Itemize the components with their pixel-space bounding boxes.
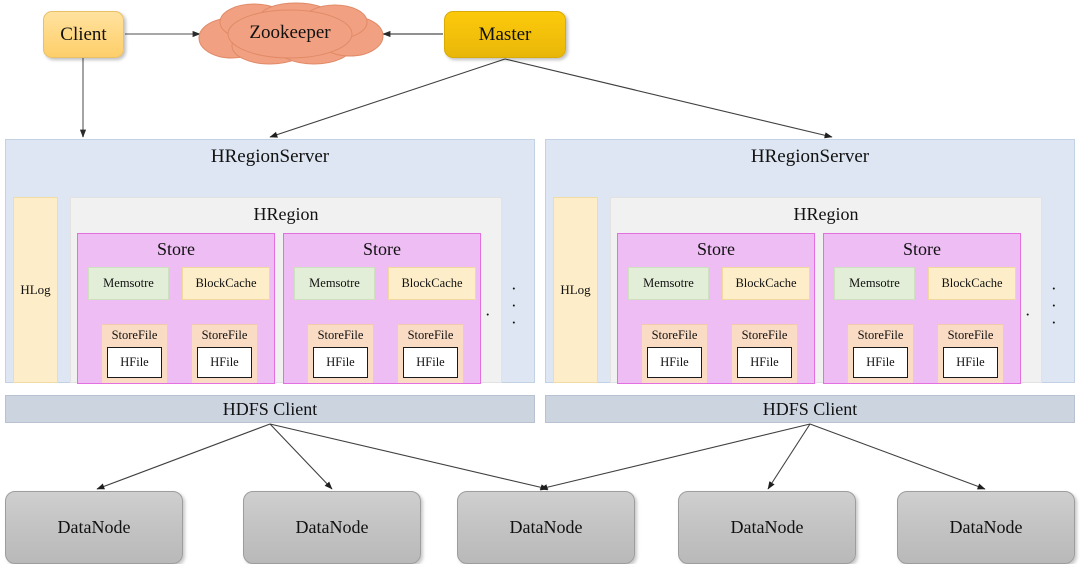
hfile-2-2-1-label: HFile xyxy=(866,355,895,369)
storefile-1-2-1[interactable]: StoreFile HFile xyxy=(307,324,374,383)
memstore-1-1-label: Memsotre xyxy=(103,276,154,290)
blockcache-1-2: BlockCache xyxy=(388,267,476,300)
hfile-2-2-2-label: HFile xyxy=(956,355,985,369)
store-2-2-title: Store xyxy=(903,239,941,259)
zookeeper-label: Zookeeper xyxy=(249,22,331,43)
hfile-1-1-1-label: HFile xyxy=(120,355,149,369)
storefile-2-1-1-label: StoreFile xyxy=(651,328,698,342)
regionserver-1-ellipsis: · · · xyxy=(511,279,520,332)
hregion-2[interactable]: HRegion · · · Store Memsotre BlockCache … xyxy=(610,197,1042,384)
storefile-1-1-1-label: StoreFile xyxy=(111,328,158,342)
regionserver-2-ellipsis: · · · xyxy=(1051,279,1060,332)
memstore-2-1: Memsotre xyxy=(628,267,709,300)
hdfs-client-1[interactable]: HDFS Client xyxy=(5,395,535,423)
hfile-2-2-2: HFile xyxy=(943,347,998,378)
hfile-1-2-1-label: HFile xyxy=(326,355,355,369)
master-label: Master xyxy=(478,23,532,45)
memstore-2-2-label: Memsotre xyxy=(849,276,900,290)
memstore-1-2-label: Memsotre xyxy=(309,276,360,290)
hlog-1-label: HLog xyxy=(20,282,51,297)
storefile-2-2-1-label: StoreFile xyxy=(857,328,904,342)
storefile-1-2-2[interactable]: StoreFile HFile xyxy=(397,324,464,383)
store-2-2[interactable]: Store Memsotre BlockCache StoreFile HFil… xyxy=(823,233,1021,384)
master-node[interactable]: Master xyxy=(444,11,566,58)
store-1-1[interactable]: Store Memsotre BlockCache StoreFile HFil… xyxy=(77,233,275,384)
datanode-2[interactable]: DataNode xyxy=(243,491,421,564)
memstore-1-1: Memsotre xyxy=(88,267,169,300)
store-1-2[interactable]: Store Memsotre BlockCache StoreFile HFil… xyxy=(283,233,481,384)
regionserver-1-title: HRegionServer xyxy=(210,146,330,167)
storefile-1-1-2-label: StoreFile xyxy=(201,328,248,342)
blockcache-2-2: BlockCache xyxy=(928,267,1016,300)
memstore-2-1-label: Memsotre xyxy=(643,276,694,290)
blockcache-1-1-label: BlockCache xyxy=(195,276,257,290)
storefile-2-1-2[interactable]: StoreFile HFile xyxy=(731,324,798,383)
store-2-1[interactable]: Store Memsotre BlockCache StoreFile HFil… xyxy=(617,233,815,384)
storefile-1-1-1[interactable]: StoreFile HFile xyxy=(101,324,168,383)
hfile-1-2-2: HFile xyxy=(403,347,458,378)
zookeeper-node[interactable]: Zookeeper xyxy=(192,0,388,66)
storefile-1-2-2-label: StoreFile xyxy=(407,328,454,342)
hlog-2-label: HLog xyxy=(560,282,591,297)
storefile-2-1-1[interactable]: StoreFile HFile xyxy=(641,324,708,383)
datanode-4[interactable]: DataNode xyxy=(678,491,856,564)
storefile-1-2-1-label: StoreFile xyxy=(317,328,364,342)
regionserver-2-title: HRegionServer xyxy=(750,146,870,167)
hfile-2-1-2-label: HFile xyxy=(750,355,779,369)
hdfs-client-2-label: HDFS Client xyxy=(762,398,858,419)
datanode-1[interactable]: DataNode xyxy=(5,491,183,564)
store-1-1-title: Store xyxy=(157,239,195,259)
datanode-3-label: DataNode xyxy=(509,517,583,537)
memstore-2-2: Memsotre xyxy=(834,267,915,300)
hfile-1-1-2: HFile xyxy=(197,347,252,378)
hlog-1: HLog xyxy=(13,197,58,383)
blockcache-1-1: BlockCache xyxy=(182,267,270,300)
datanode-5-label: DataNode xyxy=(949,517,1023,537)
storefile-2-2-1[interactable]: StoreFile HFile xyxy=(847,324,914,383)
blockcache-2-1-label: BlockCache xyxy=(735,276,797,290)
hlog-2: HLog xyxy=(553,197,598,383)
cloud-icon xyxy=(198,2,384,65)
storefile-1-1-2[interactable]: StoreFile HFile xyxy=(191,324,258,383)
datanode-1-label: DataNode xyxy=(57,517,131,537)
hregion-2-title: HRegion xyxy=(793,204,859,224)
hfile-2-2-1: HFile xyxy=(853,347,908,378)
hfile-1-2-2-label: HFile xyxy=(416,355,445,369)
hdfs-client-2[interactable]: HDFS Client xyxy=(545,395,1075,423)
blockcache-1-2-label: BlockCache xyxy=(401,276,463,290)
store-1-2-title: Store xyxy=(363,239,401,259)
store-2-1-title: Store xyxy=(697,239,735,259)
datanode-5[interactable]: DataNode xyxy=(897,491,1075,564)
hdfs-client-1-label: HDFS Client xyxy=(222,398,318,419)
hfile-1-1-1: HFile xyxy=(107,347,162,378)
storefile-2-2-2-label: StoreFile xyxy=(947,328,994,342)
blockcache-2-1: BlockCache xyxy=(722,267,810,300)
hfile-2-1-1: HFile xyxy=(647,347,702,378)
blockcache-2-2-label: BlockCache xyxy=(941,276,1003,290)
hregion-1[interactable]: HRegion · · · Store Memsotre BlockCache … xyxy=(70,197,502,384)
storefile-2-1-2-label: StoreFile xyxy=(741,328,788,342)
client-label: Client xyxy=(60,23,107,45)
datanode-4-label: DataNode xyxy=(730,517,804,537)
client-node[interactable]: Client xyxy=(43,11,124,58)
hfile-1-1-2-label: HFile xyxy=(210,355,239,369)
hfile-1-2-1: HFile xyxy=(313,347,368,378)
hregion-1-title: HRegion xyxy=(253,204,319,224)
storefile-2-2-2[interactable]: StoreFile HFile xyxy=(937,324,1004,383)
memstore-1-2: Memsotre xyxy=(294,267,375,300)
hfile-2-1-1-label: HFile xyxy=(660,355,689,369)
datanode-3[interactable]: DataNode xyxy=(457,491,635,564)
datanode-2-label: DataNode xyxy=(295,517,369,537)
hfile-2-1-2: HFile xyxy=(737,347,792,378)
